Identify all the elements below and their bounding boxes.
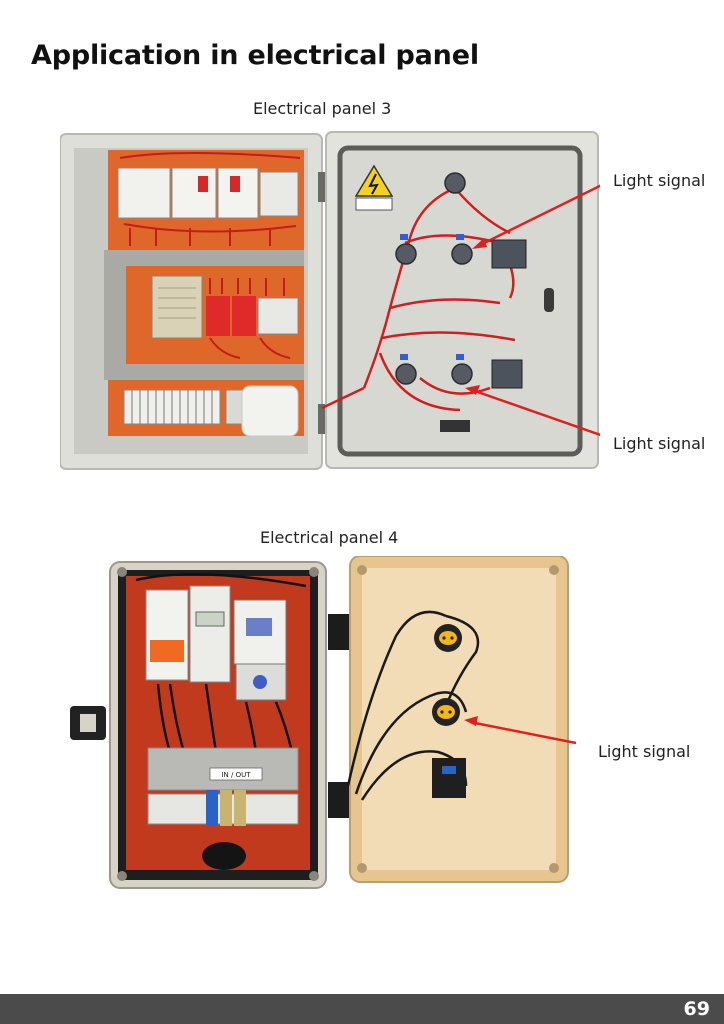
footer-bar: 69 <box>0 994 724 1024</box>
light-signal-callout-upper: Light signal <box>613 171 706 190</box>
din-label-in-out: IN / OUT <box>221 771 251 779</box>
figure-caption-panel-4: Electrical panel 4 <box>260 528 399 547</box>
page-title: Application in electrical panel <box>31 40 479 71</box>
electrical-panel-3-photo <box>60 131 600 470</box>
light-signal-callout-lower: Light signal <box>613 434 706 453</box>
light-signal-callout-panel-4: Light signal <box>598 742 691 761</box>
page-number: 69 <box>683 998 710 1020</box>
figure-caption-panel-3: Electrical panel 3 <box>253 99 392 118</box>
electrical-panel-4-photo: IN / OUT <box>70 556 576 889</box>
